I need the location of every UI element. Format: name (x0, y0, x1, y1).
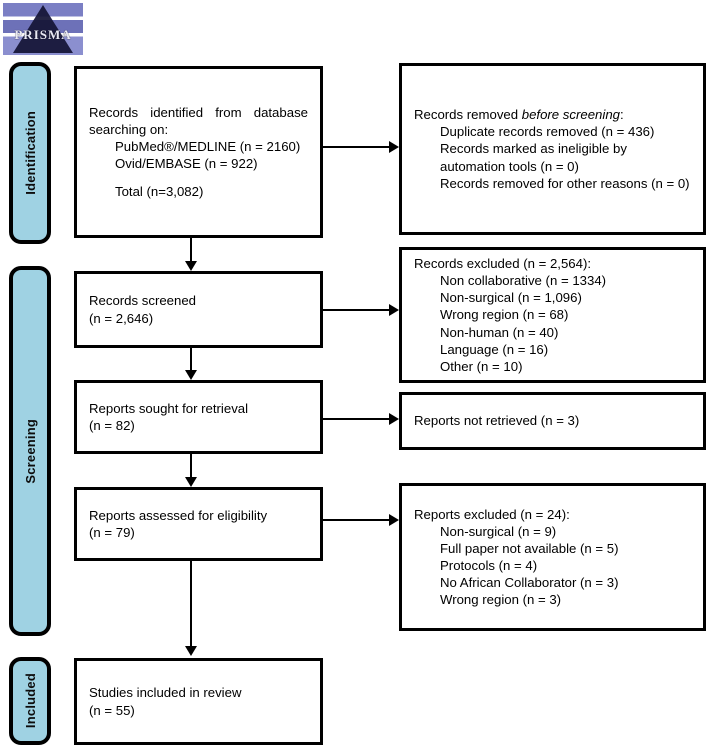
records-identified-line-4: Ovid/EMBASE (n = 922) (115, 156, 258, 172)
records-removed-line-2: Records marked as ineligible by (440, 141, 627, 157)
arrowhead-identified-to-removed (389, 141, 399, 153)
records-identified-spacer (89, 172, 308, 183)
records-excluded-line-5: Language (n = 16) (440, 341, 549, 357)
arrowhead-screened-to-excluded (389, 304, 399, 316)
stage-tab-included: Included (9, 657, 51, 745)
records-removed-line-1: Duplicate records removed (n = 436) (440, 124, 655, 140)
stage-tab-identification-label: Identification (22, 111, 38, 195)
box-records-removed: Records removed before screening: Duplic… (399, 63, 706, 235)
reports-assessed-line-1: Reports assessed for eligibility (89, 507, 268, 523)
records-identified-line-2: searching on: (89, 121, 169, 137)
reports-excluded-line-1: Non-surgical (n = 9) (440, 523, 557, 539)
arrowhead-sought-to-not-retrieved (389, 413, 399, 425)
records-removed-heading-italic: before screening (521, 107, 620, 123)
records-removed-heading: Records removed before screening: (414, 106, 691, 123)
arrowhead-identified-to-screened (185, 261, 197, 271)
prism-triangle-icon (13, 5, 73, 53)
arrowhead-sought-to-assessed (185, 477, 197, 487)
reports-not-retrieved-line-1: Reports not retrieved (n = 3) (414, 413, 580, 429)
records-removed-line-4: Records removed for other reasons (n = 0… (440, 175, 690, 191)
records-removed-line-3: automation tools (n = 0) (440, 158, 579, 174)
stage-tab-included-label: Included (22, 673, 38, 729)
records-removed-heading-prefix: Records removed (414, 107, 522, 123)
records-screened-line-1: Records screened (89, 293, 197, 309)
box-records-excluded: Records excluded (n = 2,564): Non collab… (399, 247, 706, 383)
connector-identified-to-removed (323, 146, 395, 148)
stage-tab-screening: Screening (9, 266, 51, 636)
reports-sought-line-2: (n = 82) (89, 418, 135, 433)
connector-assessed-to-included (190, 561, 192, 648)
reports-excluded-line-2: Full paper not available (n = 5) (440, 540, 619, 556)
reports-excluded-heading: Reports excluded (n = 24): (414, 506, 570, 522)
records-excluded-line-6: Other (n = 10) (440, 358, 523, 374)
box-studies-included: Studies included in review (n = 55) (74, 658, 323, 745)
reports-excluded-line-5: Wrong region (n = 3) (440, 592, 562, 608)
records-excluded-line-1: Non collaborative (n = 1334) (440, 273, 607, 289)
prisma-logo: PRISMA (3, 3, 83, 55)
connector-sought-to-not-retrieved (323, 418, 395, 420)
studies-included-line-2: (n = 55) (89, 702, 135, 718)
connector-screened-to-sought (190, 348, 192, 373)
records-excluded-heading: Records excluded (n = 2,564): (414, 255, 592, 271)
reports-assessed-line-2: (n = 79) (89, 525, 135, 540)
connector-identified-to-screened (190, 238, 192, 264)
records-excluded-line-4: Non-human (n = 40) (440, 324, 559, 340)
studies-included-line-1: Studies included in review (89, 685, 242, 701)
box-records-screened: Records screened (n = 2,646) (74, 271, 323, 348)
connector-assessed-to-reports-excluded (323, 519, 395, 521)
connector-screened-to-excluded (323, 309, 395, 311)
reports-excluded-line-3: Protocols (n = 4) (440, 558, 538, 573)
stage-tab-identification: Identification (9, 62, 51, 244)
arrowhead-assessed-to-included (185, 646, 197, 656)
stage-tab-screening-label: Screening (22, 418, 38, 484)
box-reports-assessed: Reports assessed for eligibility (n = 79… (74, 487, 323, 561)
box-reports-excluded: Reports excluded (n = 24): Non-surgical … (399, 483, 706, 631)
arrowhead-screened-to-sought (185, 370, 197, 380)
records-excluded-line-2: Non-surgical (n = 1,096) (440, 290, 582, 306)
box-reports-sought: Reports sought for retrieval (n = 82) (74, 380, 323, 454)
records-excluded-line-3: Wrong region (n = 68) (440, 307, 569, 323)
records-screened-line-2: (n = 2,646) (89, 310, 154, 326)
reports-excluded-line-4: No African Collaborator (n = 3) (440, 575, 619, 591)
logo-wordmark: PRISMA (14, 27, 72, 42)
connector-sought-to-assessed (190, 454, 192, 479)
reports-sought-line-1: Reports sought for retrieval (89, 400, 249, 416)
records-identified-line-3: PubMed®/MEDLINE (n = 2160) (115, 138, 301, 154)
box-reports-not-retrieved: Reports not retrieved (n = 3) (399, 392, 706, 450)
records-removed-heading-suffix: : (620, 107, 624, 123)
arrowhead-assessed-to-reports-excluded (389, 514, 399, 526)
records-identified-total: Total (n=3,082) (115, 184, 204, 200)
records-identified-line-1: Records identified from database (89, 104, 308, 120)
box-records-identified: Records identified from database searchi… (74, 66, 323, 238)
